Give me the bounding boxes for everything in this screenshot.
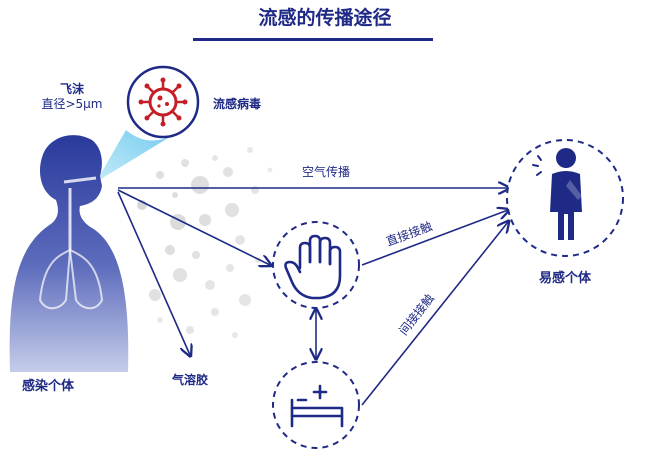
droplet-label: 飞沫 xyxy=(60,81,85,96)
aerosol-particles xyxy=(137,147,273,338)
droplet-size-label: 直径>5μm xyxy=(41,97,102,111)
route-label-airborne: 空气传播 xyxy=(302,164,350,179)
target-label: 易感个体 xyxy=(539,270,592,286)
virus-badge xyxy=(126,65,200,139)
arrow-direct xyxy=(361,210,508,266)
target-node xyxy=(506,139,624,257)
route-arrows xyxy=(117,188,508,406)
title-underline xyxy=(193,38,433,41)
hand-icon xyxy=(284,234,342,300)
bed-node xyxy=(272,361,360,449)
hand-node xyxy=(272,221,360,309)
virus-label: 流感病毒 xyxy=(213,96,261,111)
arrow-indirect xyxy=(361,222,508,406)
route-label-direct: 直接接触 xyxy=(384,218,434,249)
route-label-indirect: 间接接触 xyxy=(396,291,437,338)
arrow-to-hand xyxy=(117,189,270,265)
infected-person-icon xyxy=(9,135,129,372)
page-title: 流感的传播途径 xyxy=(258,6,391,29)
aerosol-label: 气溶胶 xyxy=(171,372,208,387)
sick-person-icon xyxy=(532,148,582,240)
virus-icon xyxy=(138,77,188,127)
source-label: 感染个体 xyxy=(22,378,75,394)
hospital-bed-icon xyxy=(290,384,344,428)
arrow-to-aerosol xyxy=(117,191,190,355)
droplet-cone xyxy=(96,130,178,182)
